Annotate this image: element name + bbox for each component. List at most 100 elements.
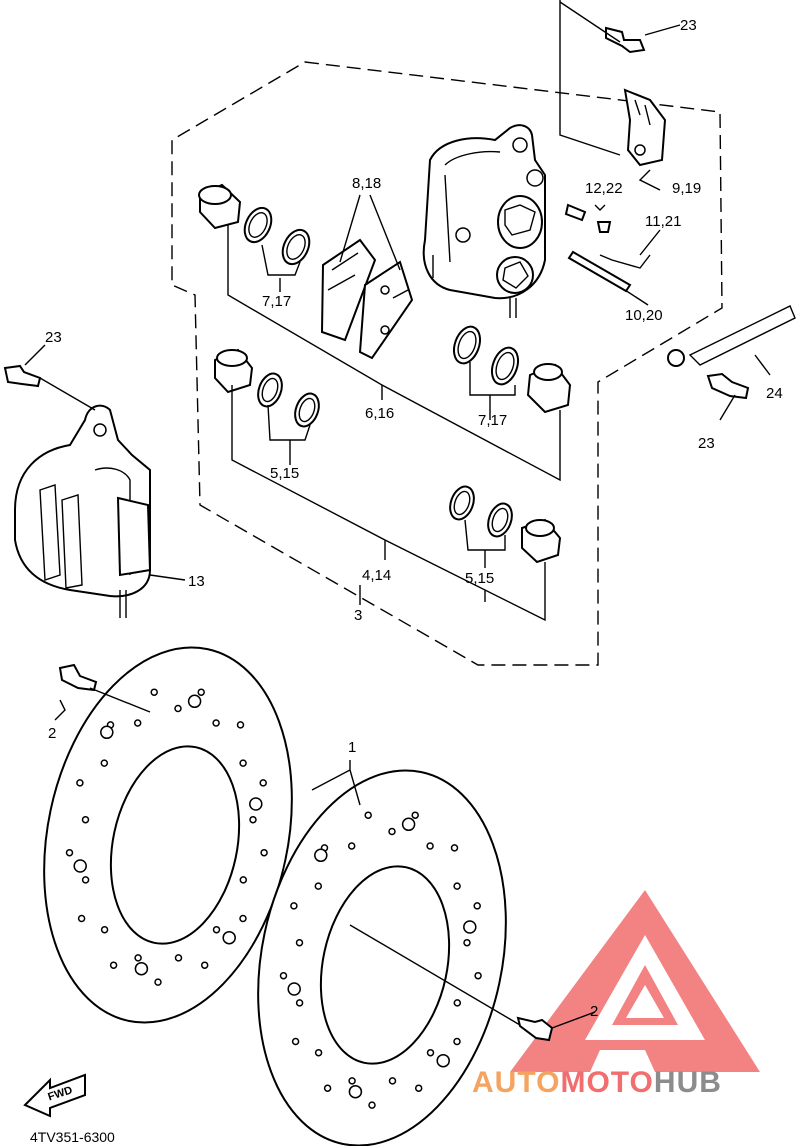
- disc-hole: [348, 1077, 356, 1085]
- disc-hole: [174, 704, 182, 713]
- label-part-23-top: 23: [680, 17, 697, 34]
- label-part-1: 1: [348, 739, 356, 756]
- disc-mount-hole: [134, 961, 149, 976]
- disc-hole: [249, 815, 257, 824]
- disc-hole: [239, 876, 248, 884]
- bolt-left: [3, 364, 42, 388]
- disc-hole: [295, 999, 304, 1007]
- pistons-left-lower: [214, 348, 320, 428]
- disc-hole: [239, 759, 247, 767]
- disc-hole: [426, 1048, 435, 1057]
- disc-hole: [197, 688, 205, 696]
- disc-hole: [81, 815, 90, 824]
- disc-hole: [81, 876, 90, 884]
- disc-hole: [212, 925, 221, 934]
- disc-hole: [453, 999, 462, 1007]
- brake-pads: [320, 238, 414, 360]
- disc-hole: [212, 719, 220, 727]
- part-code: 4TV351-6300: [30, 1129, 115, 1145]
- label-part-23-left: 23: [45, 329, 62, 346]
- disc-bolt-top: [58, 663, 98, 692]
- disc-hole: [453, 1037, 461, 1046]
- disc-hole: [100, 925, 109, 934]
- watermark-hub: HUB: [654, 1066, 722, 1099]
- disc-hole: [426, 842, 434, 850]
- disc-hole: [411, 811, 419, 819]
- disc-mount-hole: [436, 1053, 450, 1068]
- label-part-3: 3: [354, 607, 362, 624]
- disc-hole: [65, 848, 74, 857]
- disc-hole: [314, 882, 323, 890]
- label-part-2-bottom: 2: [590, 1003, 598, 1020]
- disc-hole: [450, 844, 459, 852]
- disc-hole: [260, 848, 268, 857]
- label-part-10-20: 10,20: [625, 307, 663, 324]
- disc-hole: [200, 961, 209, 969]
- label-part-5-15-left: 5,15: [270, 465, 299, 482]
- disc-mount-hole: [249, 797, 263, 811]
- disc-hole: [77, 914, 86, 923]
- label-part-13: 13: [188, 573, 205, 590]
- label-part-8-18: 8,18: [352, 175, 381, 192]
- label-part-23-right: 23: [698, 435, 715, 452]
- disc-hole: [76, 779, 84, 787]
- bleed-screw: [564, 203, 612, 233]
- label-part-9-19: 9,19: [672, 180, 701, 197]
- bolt-top: [605, 26, 646, 54]
- disc-hole: [100, 759, 109, 767]
- disc-hole: [314, 1048, 323, 1057]
- disc-hole: [291, 1037, 300, 1046]
- label-part-7-17-upper: 7,17: [262, 293, 291, 310]
- disc-hole: [474, 971, 482, 980]
- disc-hole: [259, 779, 267, 787]
- watermark-moto: MOTO: [560, 1066, 653, 1099]
- left-caliper: [14, 404, 152, 618]
- disc-hole: [414, 1084, 423, 1092]
- pistons-upper: [198, 183, 311, 266]
- disc-mount-hole: [100, 725, 114, 740]
- pistons-right-upper: [452, 325, 572, 414]
- label-part-11-21: 11,21: [645, 213, 681, 230]
- disc-mount-hole: [187, 694, 202, 709]
- hose-guide: [667, 305, 796, 367]
- watermark-text: AUTOMOTOHUB: [472, 1066, 722, 1099]
- disc-hole: [388, 1077, 397, 1085]
- disc-hole: [388, 827, 396, 836]
- disc-hole: [453, 882, 461, 890]
- disc-hole: [133, 719, 142, 727]
- label-part-5-15-right: 5,15: [465, 570, 494, 587]
- disc-hole: [134, 954, 142, 962]
- pad-pin: [567, 250, 651, 293]
- pad-spring: [623, 88, 667, 167]
- label-part-2-top: 2: [48, 725, 56, 742]
- right-caliper: [422, 124, 546, 318]
- disc-hole: [174, 954, 183, 962]
- disc-hole: [473, 902, 481, 910]
- disc-mount-hole: [463, 920, 477, 934]
- disc-holes: [65, 688, 482, 1109]
- disc-hole: [239, 914, 247, 923]
- label-part-12-22: 12,22: [585, 180, 623, 197]
- disc-hole: [279, 971, 288, 980]
- disc-hole: [109, 961, 118, 969]
- fwd-arrow-icon: FWD: [23, 1073, 86, 1118]
- disc-hole: [368, 1101, 376, 1109]
- disc-hole: [150, 688, 158, 696]
- disc-hole: [295, 938, 304, 947]
- disc-hole: [154, 978, 162, 986]
- disc-mount-hole: [348, 1084, 363, 1099]
- disc-mount-hole: [73, 859, 87, 873]
- watermark-auto: AUTO: [472, 1066, 560, 1099]
- pistons-right-lower: [449, 485, 562, 564]
- disc-mount-hole: [287, 982, 301, 996]
- disc-hole: [463, 938, 471, 947]
- disc-hole: [290, 902, 298, 910]
- label-part-6-16: 6,16: [365, 405, 394, 422]
- leader-lines: [24, 0, 771, 1029]
- disc-hole: [323, 1084, 332, 1092]
- disc-hole: [347, 842, 356, 850]
- bolt-right: [706, 372, 750, 400]
- disc-mount-hole: [222, 930, 236, 945]
- label-part-4-14: 4,14: [362, 567, 391, 584]
